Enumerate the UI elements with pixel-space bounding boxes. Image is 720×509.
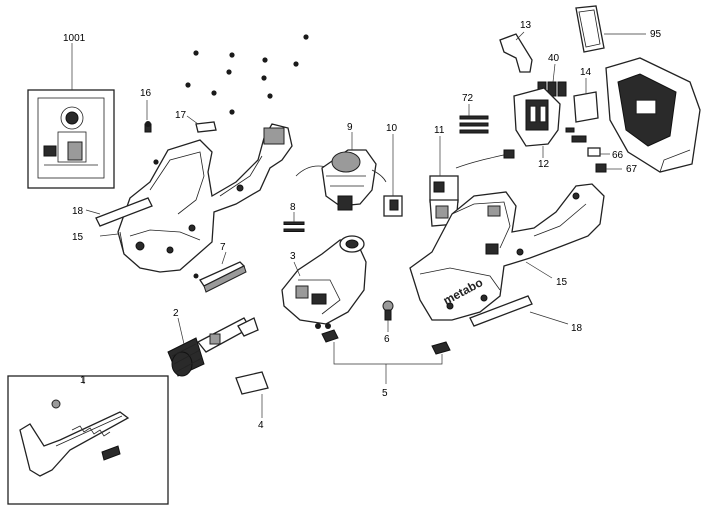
part-3-gear-housing (281, 235, 367, 329)
callout-10: 10 (386, 123, 398, 134)
leader-15a (99, 233, 119, 237)
leader-17 (186, 115, 199, 125)
callout-95: 95 (650, 29, 662, 40)
part-1-shoe-assembly (7, 375, 169, 505)
callout-66: 66 (612, 150, 624, 161)
part-10-switch-contact (383, 195, 403, 217)
callout-67: 67 (626, 164, 638, 175)
callout-11: 11 (434, 125, 445, 136)
part-11-switch-assembly (429, 149, 515, 227)
leader-7 (221, 251, 227, 265)
callout-15b: 15 (556, 277, 568, 288)
part-6-screw (382, 300, 394, 321)
part-67-spring (595, 163, 607, 173)
callout-9: 9 (347, 122, 353, 133)
callout-1001: 1001 (63, 33, 86, 44)
callout-17: 17 (175, 110, 187, 121)
callout-16: 16 (140, 88, 152, 99)
part-95-cover (575, 5, 605, 53)
part-9-motor (295, 149, 387, 211)
leader-18b (529, 311, 569, 325)
callout-7: 7 (220, 242, 226, 253)
part-8-pins (283, 221, 305, 232)
part-13-belt-clip (499, 33, 533, 73)
callout-18a: 18 (72, 206, 84, 217)
battery-pack (605, 57, 701, 173)
part-4-pad (235, 371, 269, 395)
leader-15b (525, 261, 553, 279)
callout-8: 8 (290, 202, 296, 213)
part-72-pins (459, 115, 489, 134)
leader-2 (177, 317, 185, 345)
leader-13 (515, 31, 525, 41)
part-66-spring (565, 127, 601, 157)
part-1001-label-sheet (27, 89, 115, 189)
callout-40: 40 (548, 53, 560, 64)
leader-40 (552, 63, 556, 83)
part-15-housing-left (117, 123, 293, 273)
leader-18a (85, 209, 101, 215)
part-12-battery-socket (513, 87, 561, 147)
screw-set-top (185, 34, 309, 115)
part-7-slide (193, 261, 247, 293)
callout-13: 13 (520, 20, 532, 31)
part-18-strip-right (469, 295, 533, 327)
callout-5: 5 (382, 388, 388, 399)
part-2-plunger-shaft (167, 317, 259, 377)
callout-6: 6 (384, 334, 390, 345)
callout-15a: 15 (72, 232, 84, 243)
leader-5 (333, 342, 443, 384)
screw (153, 159, 159, 165)
callout-18b: 18 (571, 323, 583, 334)
callout-12: 12 (538, 159, 550, 170)
part-5-clamp-pieces (321, 329, 451, 355)
part-16-screw (144, 121, 152, 133)
callout-72: 72 (462, 93, 474, 104)
part-17-label-plate (195, 121, 217, 133)
callout-3: 3 (290, 251, 296, 262)
part-14-pad (573, 91, 599, 123)
callout-1: 1 (80, 375, 86, 386)
callout-2: 2 (173, 308, 179, 319)
part-18-strip-left (95, 197, 153, 227)
part-15-housing-right (409, 183, 605, 321)
callout-4: 4 (258, 420, 264, 431)
callout-14: 14 (580, 67, 592, 78)
leader-3 (293, 261, 301, 277)
